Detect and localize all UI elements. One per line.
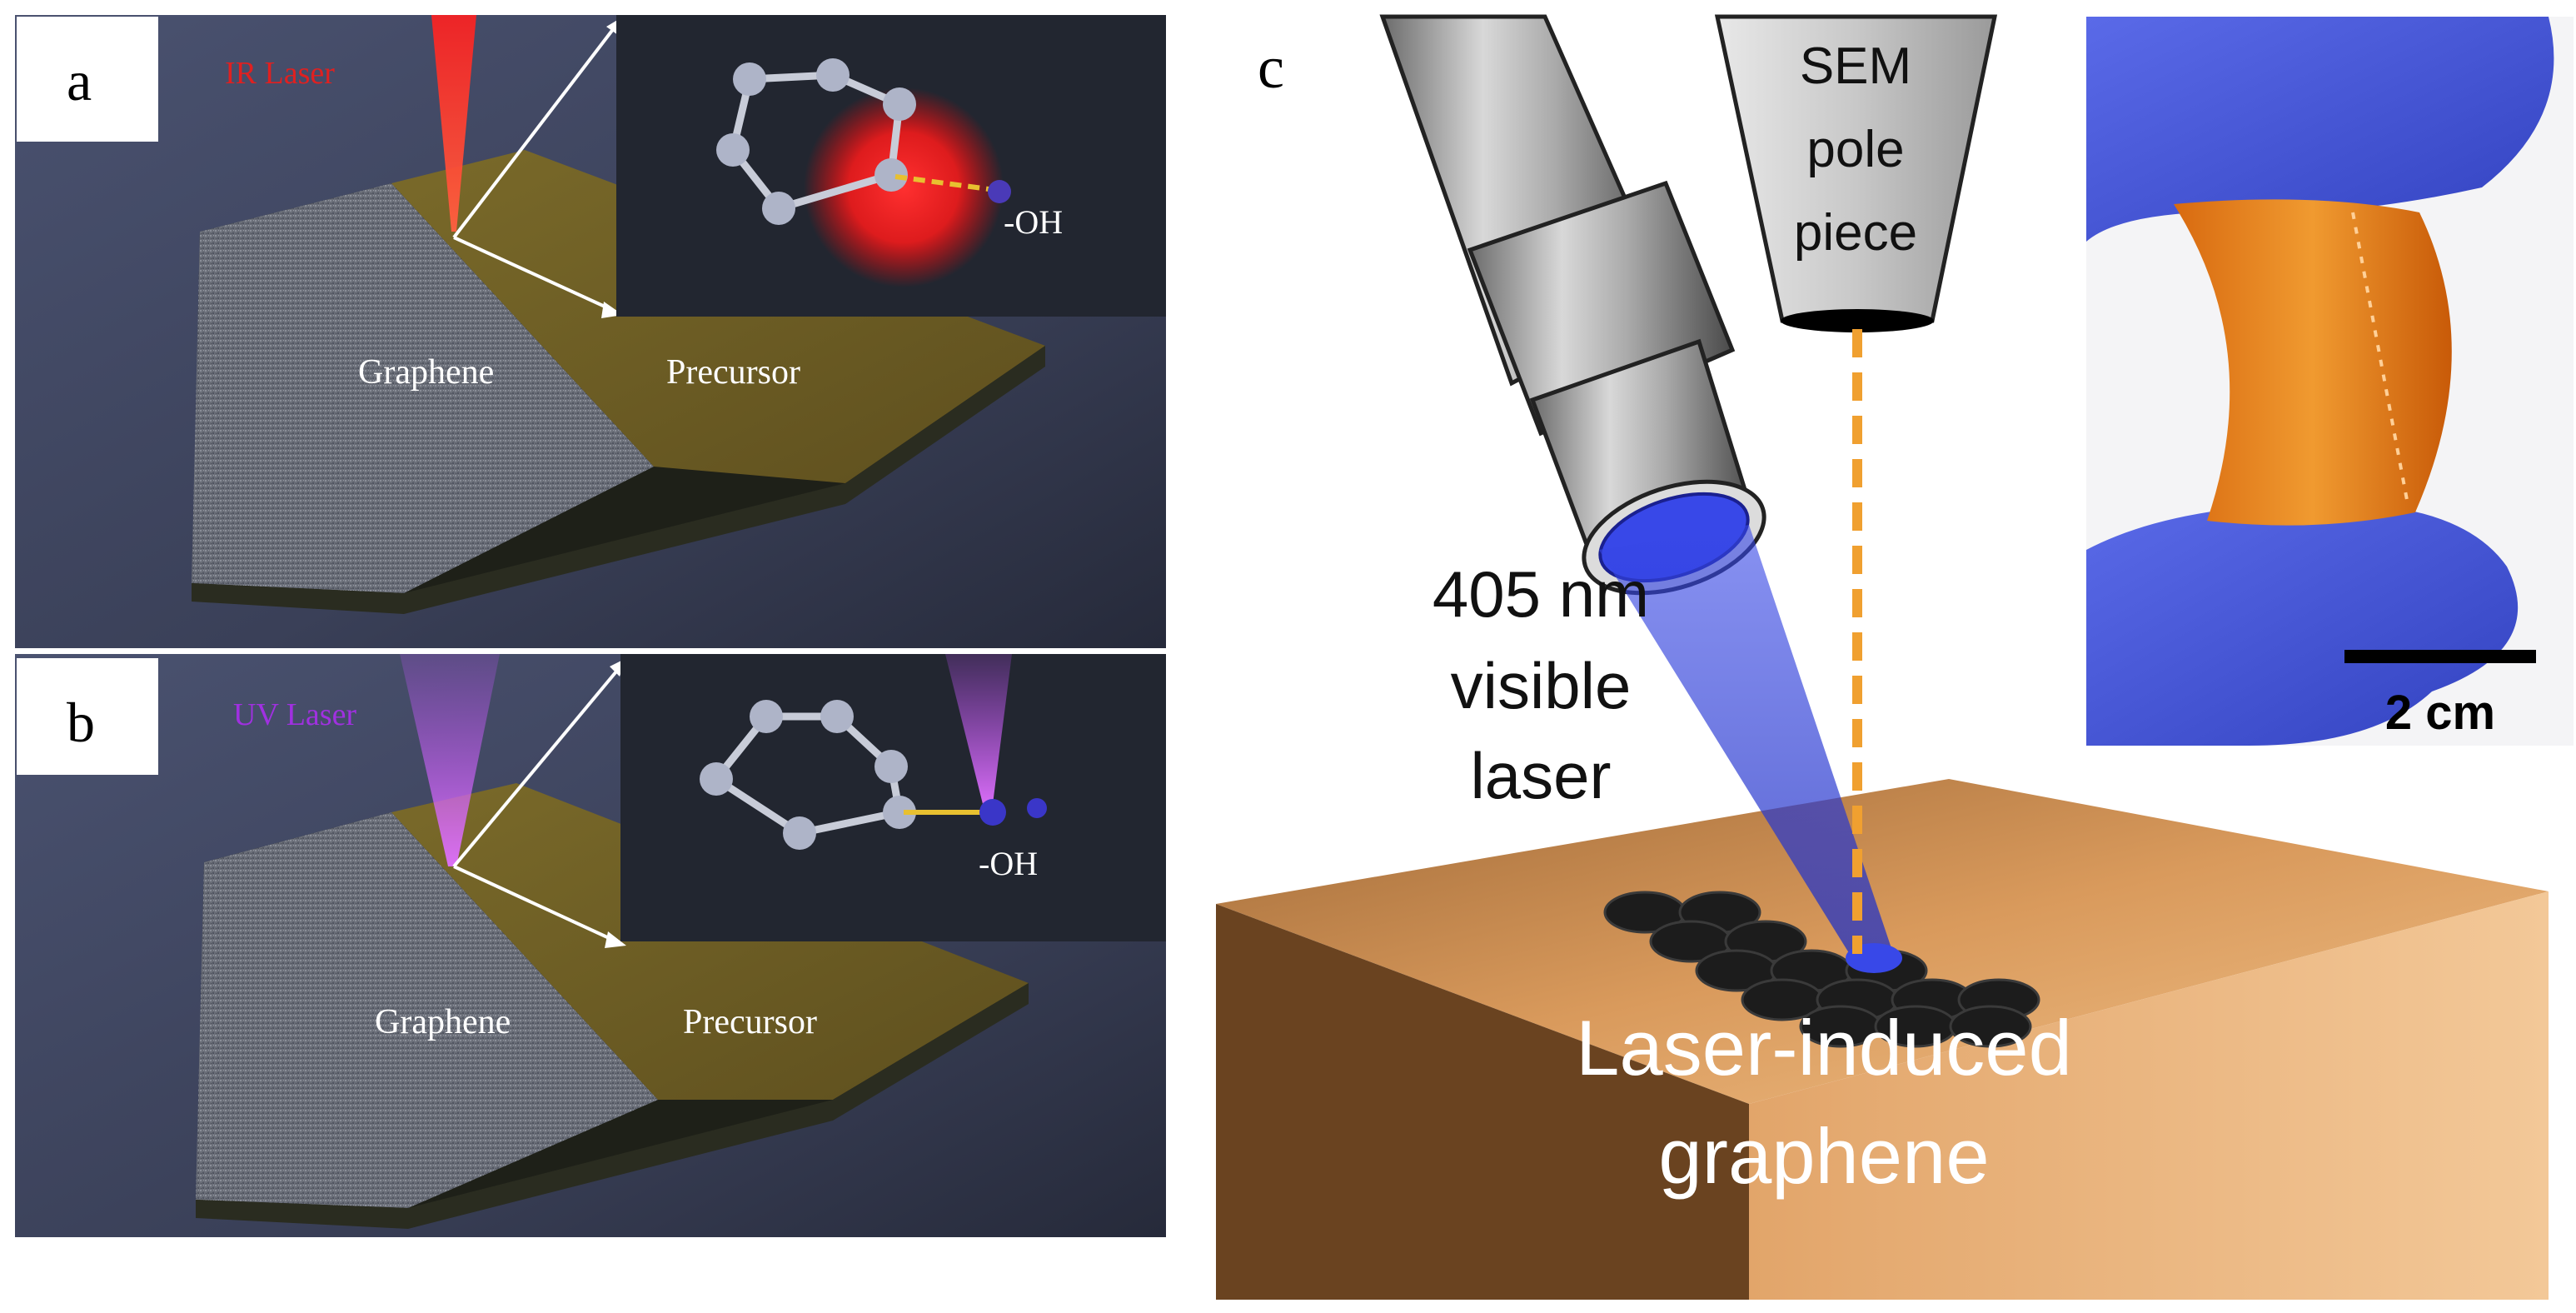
panel-b-arrow-down — [453, 865, 617, 943]
panel-b-graphene-label: Graphene — [375, 1003, 511, 1041]
panel-a-letter: a — [67, 49, 92, 112]
visible-laser-beam — [1599, 525, 1895, 966]
uv-laser-label: UV Laser — [233, 697, 356, 732]
panel-a-oxygen-atom — [988, 180, 1011, 203]
sem-label-line-1: SEM — [1800, 37, 1911, 95]
panel-a-ring-atoms — [716, 58, 916, 225]
panel-a-bond-break — [894, 174, 996, 192]
scale-bar — [2344, 650, 2536, 663]
laser-label-line-3: laser — [1470, 739, 1611, 812]
substrate-left-side — [1216, 904, 1749, 1300]
orange-film — [2174, 199, 2452, 526]
uv-inset-beam — [945, 654, 1012, 804]
glove-bottom — [2086, 502, 2519, 746]
panel-a: -OH a IR Laser Graphene Precursor — [15, 15, 1166, 648]
panel-b-arrow-up — [452, 665, 622, 868]
panel-b-oxygen-atom — [979, 799, 1006, 826]
uv-laser-beam — [400, 654, 500, 866]
glove-top — [2086, 17, 2554, 242]
panel-b-letter-box — [17, 658, 158, 775]
panel-b: -OH b UV Laser Graphene Precursor — [15, 654, 1166, 1237]
panel-b-arrowhead-down — [605, 931, 626, 948]
sem-label-line-2: pole — [1806, 121, 1904, 178]
panel-a-letter-box — [17, 17, 158, 142]
ir-laser-label: IR Laser — [225, 56, 335, 91]
panel-c-letter: c — [1258, 34, 1284, 101]
panel-c: c — [1216, 14, 2574, 1300]
panel-a-arrow-down — [453, 236, 613, 312]
panel-a-graphene-label: Graphene — [358, 353, 494, 392]
ir-laser-beam — [431, 15, 476, 232]
panel-b-ring-atoms — [700, 700, 916, 850]
laser-tube — [1379, 14, 1766, 596]
flexible-film-photo: 2 cm — [2086, 17, 2574, 746]
ir-heat-glow — [804, 87, 1004, 287]
panel-a-precursor-label: Precursor — [666, 353, 800, 392]
panel-b-letter: b — [67, 691, 95, 754]
panel-b-graphene-surface — [196, 812, 658, 1208]
substrate-front — [1749, 891, 2549, 1300]
laser-label-line-1: 405 nm — [1432, 557, 1649, 631]
laser-label-line-2: visible — [1451, 649, 1632, 722]
panel-b-slab-edge — [196, 983, 1029, 1229]
panel-b-precursor-label: Precursor — [683, 1003, 817, 1041]
sem-aperture — [1781, 309, 1934, 332]
lig-label-line-2: graphene — [1658, 1112, 1989, 1200]
scale-bar-label: 2 cm — [2385, 686, 2495, 740]
sem-label-line-3: piece — [1794, 204, 1917, 262]
panel-a-arrow-up — [452, 23, 618, 239]
panel-b-group-label: -OH — [979, 845, 1038, 882]
lig-label-line-1: Laser-induced — [1576, 1004, 2072, 1091]
panel-a-graphene-surface — [192, 183, 654, 593]
panel-a-group-label: -OH — [1004, 203, 1063, 241]
lig-pattern — [1603, 891, 2040, 1048]
panel-b-hydrogen-atom — [1027, 798, 1047, 818]
panel-a-slab-edge — [192, 346, 1045, 614]
film-pattern-line — [2351, 212, 2409, 501]
